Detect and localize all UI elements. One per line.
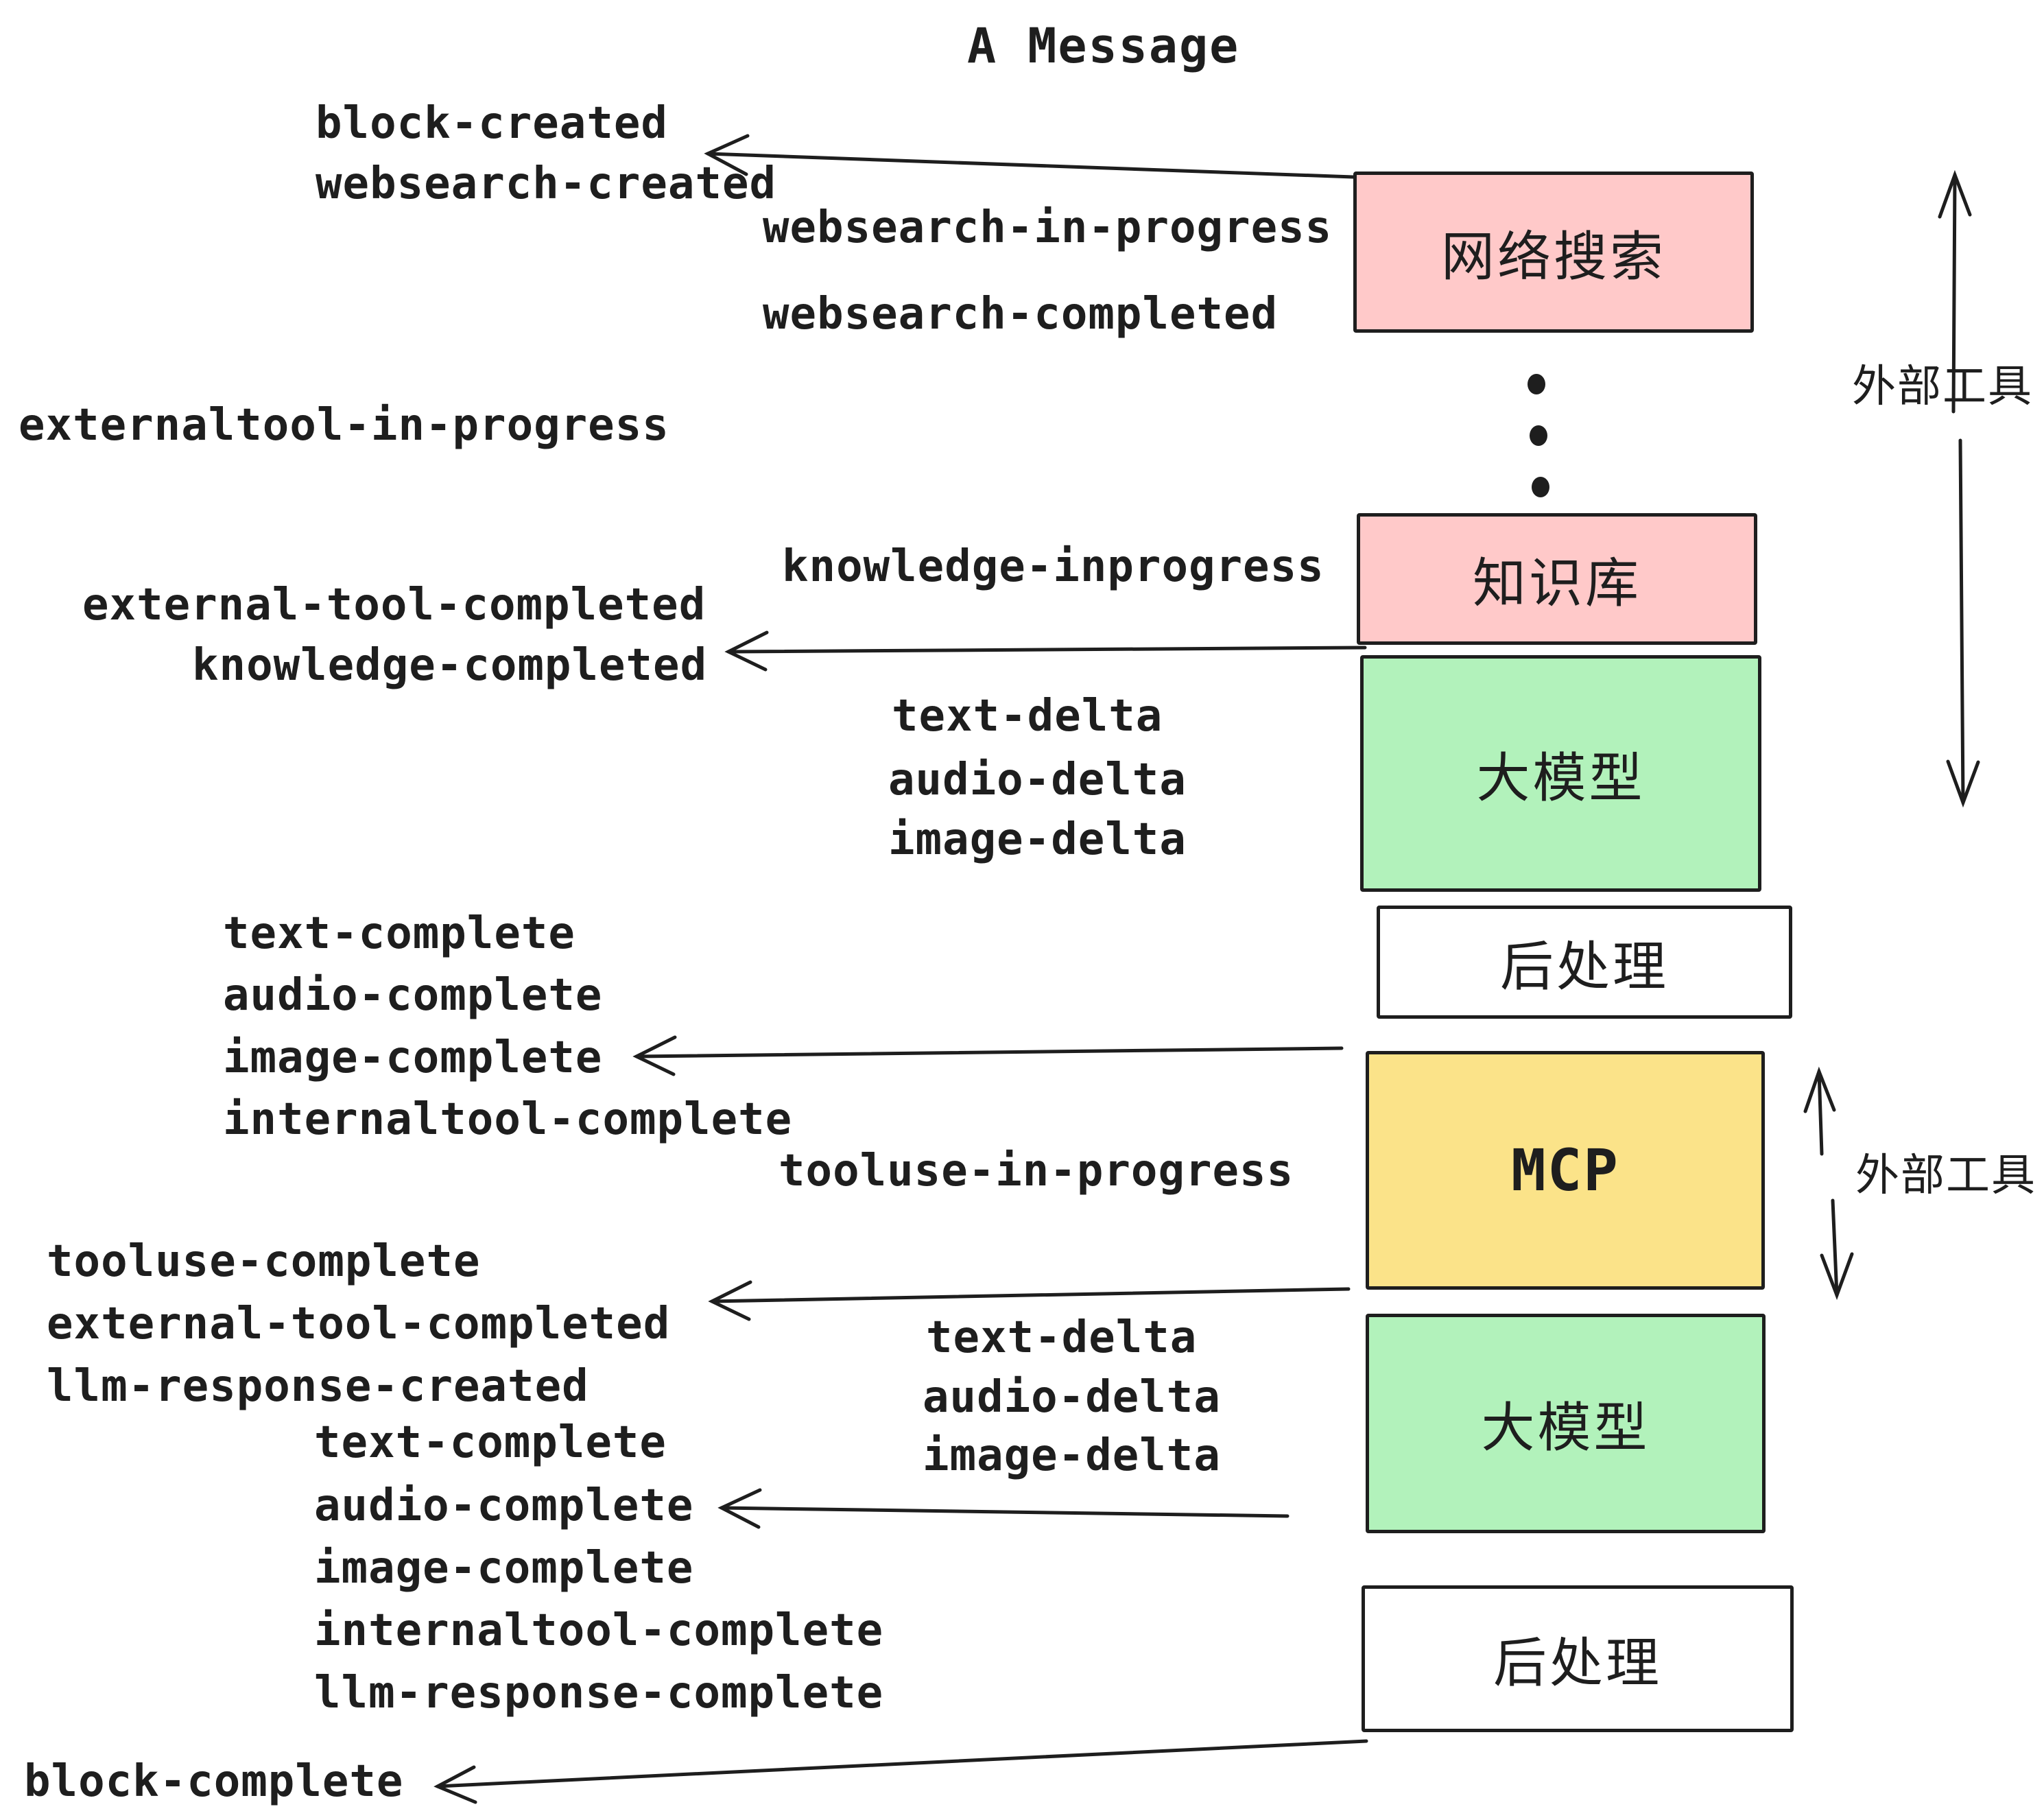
page-title: A Message [967, 18, 1240, 74]
event-block-complete: block-complete [24, 1756, 404, 1807]
external-tools-label-1: 外部工具 [1852, 362, 2033, 411]
box-mcp-label: MCP [1511, 1137, 1619, 1204]
box-llm-1-label: 大模型 [1476, 747, 1645, 808]
arrow-block-complete [433, 1739, 1368, 1804]
external-tool-up-arrow-2 [1803, 1066, 1836, 1156]
box-websearch: 网络搜索 [1353, 172, 1754, 333]
event-websearch-created: websearch-created [316, 158, 777, 209]
box-knowledge-base-label: 知识库 [1472, 553, 1641, 613]
event-websearch-completed: websearch-completed [763, 289, 1279, 340]
event-llm-response-created: llm-response-created [47, 1361, 589, 1412]
event-external-tool-completed-2: external-tool-completed [47, 1299, 671, 1349]
external-tool-up-arrow-1 [1938, 169, 1972, 414]
event-text-delta: text-delta [892, 691, 1163, 742]
arrow-audio-complete [717, 1488, 1290, 1529]
event-block-created: block-created [316, 98, 668, 149]
event-audio-delta: audio-delta [888, 755, 1187, 805]
arrow-knowledge-completed [724, 630, 1367, 672]
event-externaltool-in-progress: externaltool-in-progress [19, 400, 669, 451]
event-knowledge-completed: knowledge-completed [192, 640, 708, 691]
event-audio-complete: audio-complete [223, 970, 603, 1021]
box-llm-1: 大模型 [1360, 655, 1761, 892]
event-knowledge-inprogress: knowledge-inprogress [782, 541, 1324, 592]
arrow-tooluse-complete [708, 1280, 1351, 1321]
event-text-complete: text-complete [223, 908, 575, 959]
external-tool-down-arrow-2 [1820, 1198, 1854, 1301]
event-llm-response-complete: llm-response-complete [314, 1668, 884, 1718]
event-image-delta: image-delta [888, 814, 1187, 865]
external-tools-label-2: 外部工具 [1855, 1150, 2036, 1200]
event-text-complete-2: text-complete [314, 1417, 667, 1468]
event-internaltool-complete-2: internaltool-complete [314, 1605, 884, 1656]
box-websearch-label: 网络搜索 [1440, 226, 1666, 287]
event-image-complete: image-complete [223, 1032, 603, 1083]
box-postprocess-1: 后处理 [1377, 906, 1792, 1019]
event-audio-complete-2: audio-complete [314, 1480, 694, 1531]
event-internaltool-complete: internaltool-complete [223, 1094, 793, 1145]
external-tool-down-arrow-1 [1946, 438, 1980, 808]
event-tooluse-in-progress: tooluse-in-progress [779, 1146, 1294, 1196]
event-tooluse-complete: tooluse-complete [47, 1236, 481, 1287]
box-postprocess-2: 后处理 [1362, 1585, 1794, 1732]
box-mcp: MCP [1366, 1051, 1765, 1290]
box-postprocess-2-label: 后处理 [1493, 1633, 1662, 1693]
event-image-delta-2: image-delta [923, 1430, 1221, 1481]
event-external-tool-completed: external-tool-completed [82, 580, 706, 630]
arrow-image-complete [632, 1035, 1344, 1076]
event-websearch-in-progress: websearch-in-progress [763, 202, 1333, 253]
event-image-complete-2: image-complete [314, 1543, 694, 1594]
box-postprocess-1-label: 后处理 [1499, 936, 1669, 997]
event-audio-delta-2: audio-delta [923, 1372, 1221, 1423]
box-knowledge-base: 知识库 [1357, 513, 1757, 645]
box-llm-2-label: 大模型 [1481, 1397, 1650, 1458]
arrow-block-created [704, 134, 1355, 179]
ellipsis-dots [1528, 374, 1549, 497]
box-llm-2: 大模型 [1366, 1314, 1766, 1533]
event-text-delta-2: text-delta [926, 1312, 1198, 1363]
